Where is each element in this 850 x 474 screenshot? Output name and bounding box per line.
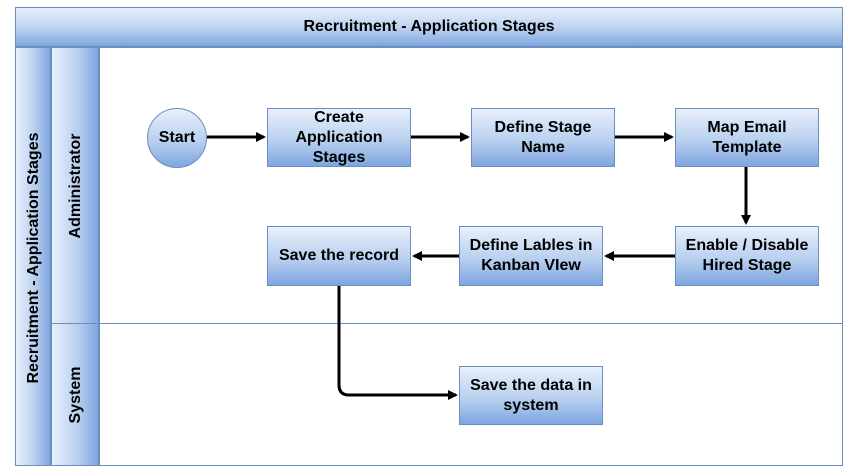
lane-header-administrator: Administrator <box>51 47 99 324</box>
pool-title: Recruitment - Application Stages <box>15 7 843 47</box>
map-email-label: Map Email Template <box>707 118 787 156</box>
map-email-node[interactable]: Map Email Template <box>675 108 819 167</box>
define-labels-label: Define Lables in Kanban VIew <box>469 237 593 274</box>
lane-header-system: System <box>51 323 99 466</box>
define-stage-name-label: Define Stage Name <box>494 118 592 156</box>
start-node-label: Start <box>158 129 196 146</box>
save-data-node[interactable]: Save the data in system <box>459 366 603 425</box>
save-record-node[interactable]: Save the record <box>267 226 411 286</box>
edge-save-to-system <box>337 286 458 400</box>
pool-side-header: Recruitment - Application Stages <box>15 47 51 466</box>
create-stages-label: Create Application Stages <box>295 108 383 166</box>
define-labels-node[interactable]: Define Lables in Kanban VIew <box>459 226 603 286</box>
start-node[interactable]: Start <box>147 108 207 168</box>
enable-disable-node[interactable]: Enable / Disable Hired Stage <box>675 226 819 286</box>
define-stage-name-node[interactable]: Define Stage Name <box>471 108 615 167</box>
save-record-label: Save the record <box>278 247 400 264</box>
create-stages-node[interactable]: Create Application Stages <box>267 108 411 167</box>
pool-title-text: Recruitment - Application Stages <box>303 18 555 35</box>
save-data-label: Save the data in system <box>470 376 592 414</box>
enable-disable-label: Enable / Disable Hired Stage <box>685 237 809 274</box>
